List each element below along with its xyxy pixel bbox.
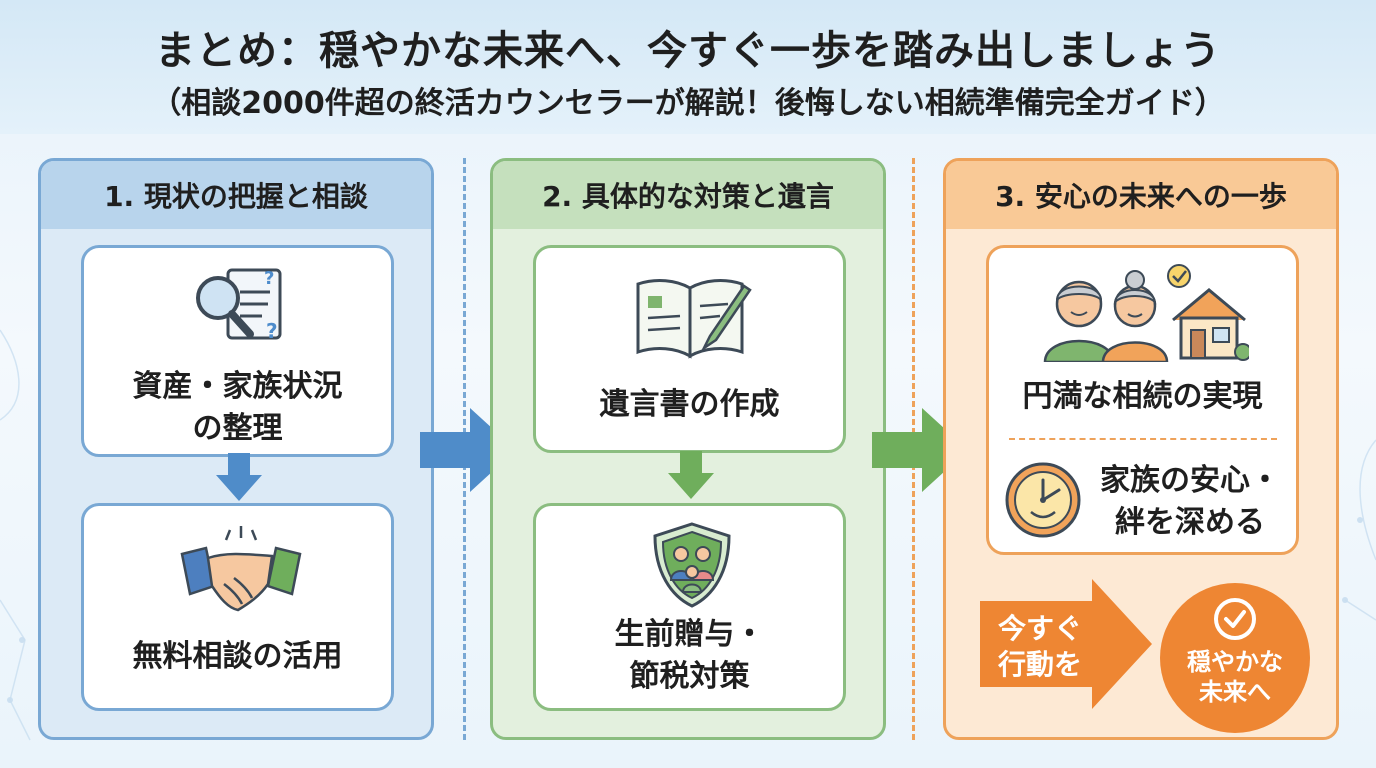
- page-subtitle: （相談2000件超の終活カウンセラーが解説！後悔しない相続準備完全ガイド）: [151, 86, 1225, 121]
- card-label-line1: 生前贈与・: [614, 617, 765, 652]
- card-gift-tax-planning: 生前贈与・ 節税対策: [533, 503, 846, 711]
- column-step-3: 3. 安心の未来への一歩 円満な相続の実現: [943, 158, 1339, 740]
- column-step-2: 2. 具体的な対策と遺言 遺言書の作成 生前贈与・ 節税対策: [490, 158, 886, 740]
- card-will-creation: 遺言書の作成: [533, 245, 846, 453]
- card-free-consultation: 無料相談の活用: [81, 503, 394, 711]
- page-title: まとめ：穏やかな未来へ、今すぐ一歩を踏み出しましょう: [155, 28, 1221, 74]
- card-label-line2: 節税対策: [629, 659, 750, 694]
- column-heading: 2. 具体的な対策と遺言: [493, 161, 883, 229]
- magnifier-document-icon: ? ?: [196, 268, 282, 343]
- book-pen-icon: [636, 279, 752, 359]
- down-arrow-icon: [216, 453, 262, 501]
- column-step-1: 1. 現状の把握と相談 ? ? 資産・家族状況 の整理 無料相談の: [38, 158, 434, 740]
- header: まとめ：穏やかな未来へ、今すぐ一歩を踏み出しましょう （相談2000件超の終活カ…: [0, 0, 1376, 134]
- card-asset-organization: ? ? 資産・家族状況 の整理: [81, 245, 394, 457]
- cta-arrow[interactable]: [980, 579, 1152, 709]
- svg-text:?: ?: [266, 319, 278, 343]
- handshake-icon: [180, 526, 302, 612]
- card-label-line1: 遺言書の作成: [599, 387, 780, 422]
- card-label-line1: 資産・家族状況: [132, 369, 343, 404]
- card-label-line2: の整理: [192, 411, 283, 446]
- card-label-line2: 絆を深める: [1115, 505, 1265, 540]
- card-inner-divider: [1009, 438, 1277, 440]
- card-label-line1: 家族の安心・: [1100, 463, 1280, 498]
- family-shield-icon: [653, 522, 731, 608]
- down-arrow-icon: [668, 451, 714, 499]
- cta-circle-label: 穏やかな 未来へ: [1160, 647, 1310, 707]
- column-heading: 1. 現状の把握と相談: [41, 161, 431, 229]
- svg-text:?: ?: [264, 268, 274, 289]
- column-heading: 3. 安心の未来への一歩: [946, 161, 1336, 229]
- card-label-line1: 無料相談の活用: [132, 639, 343, 674]
- clock-icon: [1005, 462, 1081, 538]
- cta-circle[interactable]: 穏やかな 未来へ: [1160, 583, 1310, 733]
- card-peaceful-future: 円満な相続の実現 家族の安心・ 絆を深める: [986, 245, 1299, 555]
- check-circle-icon: [1214, 598, 1256, 640]
- cta-circle-line1: 穏やかな: [1187, 648, 1283, 676]
- card-label-line1: 円満な相続の実現: [1022, 379, 1263, 414]
- cta-arrow-line1: 今すぐ: [997, 612, 1082, 645]
- cta-arrow-label: 今すぐ 行動を: [980, 611, 1100, 683]
- elderly-couple-house-icon: [1043, 264, 1249, 362]
- cta-arrow-line2: 行動を: [997, 648, 1082, 681]
- cta-circle-line2: 未来へ: [1199, 678, 1271, 706]
